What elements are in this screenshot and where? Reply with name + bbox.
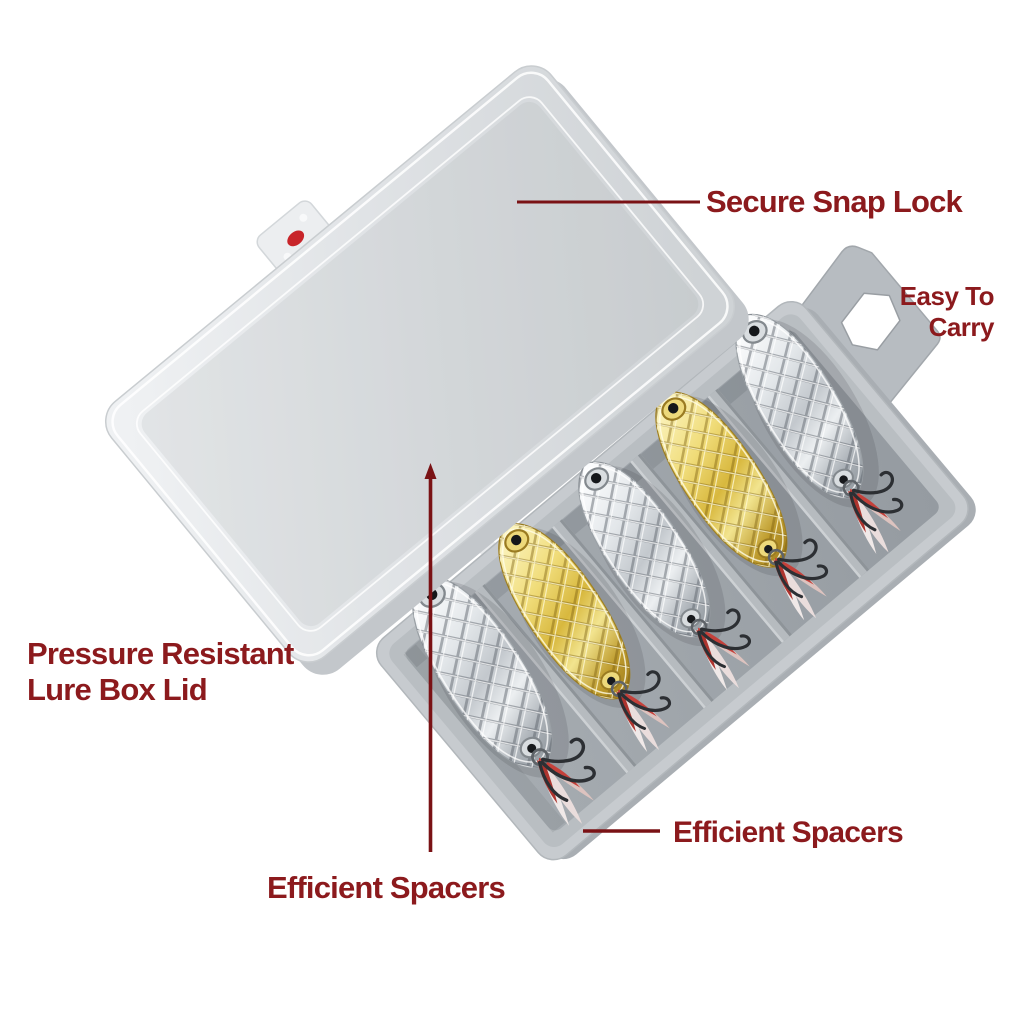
label-easy-to-carry-line2: Carry [929,312,995,342]
label-easy-to-carry-line1: Easy To [900,281,994,311]
lure-box-lid [104,65,749,675]
lid-surface [104,65,736,663]
snap-dot [287,230,305,247]
arrow-head-icon [424,463,437,479]
handle-hole [840,292,901,351]
label-secure-snap-lock: Secure Snap Lock [706,184,964,219]
label-pressure-resistant-line1: Pressure Resistant [27,636,294,671]
label-efficient-spacers-right: Efficient Spacers [673,816,903,849]
annotations: Secure Snap Lock Easy To Carry Pressure … [27,184,996,905]
label-efficient-spacers-bottom: Efficient Spacers [267,870,505,905]
label-pressure-resistant-line2: Lure Box Lid [27,672,207,707]
carry-handle [799,245,941,410]
snap-lock-tab [256,200,337,278]
lure-box-tray [180,132,1024,1011]
